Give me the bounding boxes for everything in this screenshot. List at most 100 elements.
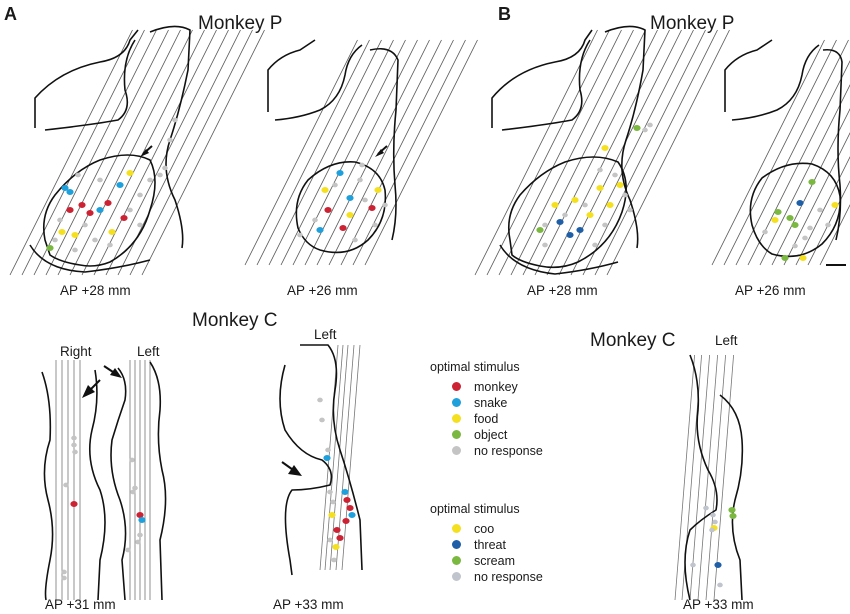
recording-site <box>71 231 79 239</box>
recording-site <box>368 204 376 212</box>
electrode-track <box>582 29 706 276</box>
recording-site <box>72 247 78 253</box>
section-label-b-ap28: AP +28 mm <box>527 283 598 298</box>
electrode-track <box>697 354 718 601</box>
recording-site <box>542 222 548 228</box>
electrode-track <box>340 39 454 266</box>
recording-site <box>799 254 807 262</box>
outline-b28-amygdala <box>507 156 627 269</box>
electrode-tracks-cb-ap33 <box>674 354 734 601</box>
recording-site <box>601 144 609 152</box>
recording-site <box>135 539 141 545</box>
electrode-track <box>713 354 734 601</box>
outline-c31-left <box>110 361 167 601</box>
recording-site <box>566 231 574 239</box>
recording-site <box>339 224 347 232</box>
outline-b28-tail <box>499 244 619 275</box>
recording-site <box>61 184 69 192</box>
recording-site <box>321 186 329 194</box>
panel-label-a: A <box>4 4 17 24</box>
outline-a26-sulcus <box>369 47 399 241</box>
recording-site <box>817 207 823 213</box>
recording-site <box>346 194 354 202</box>
electrode-track <box>606 29 730 276</box>
recording-site <box>781 254 789 262</box>
legend-label: object <box>474 428 508 442</box>
recording-site <box>616 181 624 189</box>
electrode-track <box>9 29 133 276</box>
recording-site <box>57 217 63 223</box>
legend-swatch <box>452 414 461 423</box>
recording-site <box>690 562 696 568</box>
outline-a26-amygdala <box>295 161 387 254</box>
recording-site <box>333 526 341 534</box>
side-label-right: Right <box>60 344 92 359</box>
recording-site <box>362 197 368 203</box>
recording-site <box>97 177 103 183</box>
legend-label: snake <box>474 396 508 410</box>
recording-site <box>359 162 365 168</box>
legend-auditory-title: optimal stimulus <box>430 502 520 516</box>
electrode-track <box>316 39 430 266</box>
outline-a28-tail <box>29 244 151 273</box>
recording-site <box>582 202 588 208</box>
recording-site <box>372 222 378 228</box>
recording-site <box>382 202 388 208</box>
recording-site <box>597 167 603 173</box>
recording-site <box>120 214 128 222</box>
section-label-c-ap31: AP +31 mm <box>45 597 116 612</box>
recording-site <box>596 184 604 192</box>
recording-site <box>332 182 338 188</box>
recording-site <box>336 169 344 177</box>
recording-site <box>807 225 813 231</box>
legend-swatch <box>452 446 461 455</box>
electrode-track <box>57 29 181 276</box>
recording-site <box>332 543 340 551</box>
recording-site <box>58 228 66 236</box>
outline-b26-amygdala <box>749 162 841 258</box>
recording-site <box>536 226 544 234</box>
recording-site <box>712 519 718 525</box>
recording-site <box>592 242 598 248</box>
recording-site <box>627 207 633 213</box>
recording-site <box>633 124 641 132</box>
electrode-track <box>93 29 217 276</box>
recording-site <box>729 512 737 520</box>
recording-site <box>786 214 794 222</box>
electrode-track <box>674 354 695 601</box>
outline-c33 <box>279 344 363 576</box>
recording-site <box>316 226 324 234</box>
legend-label: food <box>474 412 499 426</box>
legend-swatch <box>452 398 461 407</box>
recording-site <box>571 196 579 204</box>
section-label-c-ap33: AP +33 mm <box>273 597 344 612</box>
electrode-track <box>807 180 850 266</box>
electrode-track <box>328 39 442 266</box>
recording-site <box>130 489 136 495</box>
recording-site <box>791 221 799 229</box>
outline-a28-upper <box>34 29 139 131</box>
recording-site <box>125 547 131 553</box>
outline-b28-sulcus <box>604 25 646 249</box>
recording-site <box>342 517 350 525</box>
electrode-tracks-c-ap31 <box>55 360 151 600</box>
arrow-markers <box>82 145 388 476</box>
recording-site <box>71 435 77 441</box>
recording-site <box>709 527 715 533</box>
recording-site <box>70 500 78 508</box>
recording-site <box>61 569 67 575</box>
electrode-tracks-b-ap28 <box>474 29 730 276</box>
recording-sites <box>46 117 839 588</box>
recording-site <box>771 216 779 224</box>
title-monkey-p-a: Monkey P <box>198 13 283 34</box>
legend-label: threat <box>474 538 506 552</box>
recording-site <box>556 218 564 226</box>
title-monkey-p-b: Monkey P <box>650 13 735 34</box>
recording-site <box>802 235 808 241</box>
recording-site <box>162 165 168 171</box>
electrode-track <box>795 156 850 266</box>
section-label-b-ap26: AP +26 mm <box>735 283 806 298</box>
electrode-tracks-b-ap26 <box>711 39 850 266</box>
electrode-track <box>689 354 710 601</box>
recording-site <box>612 172 618 178</box>
